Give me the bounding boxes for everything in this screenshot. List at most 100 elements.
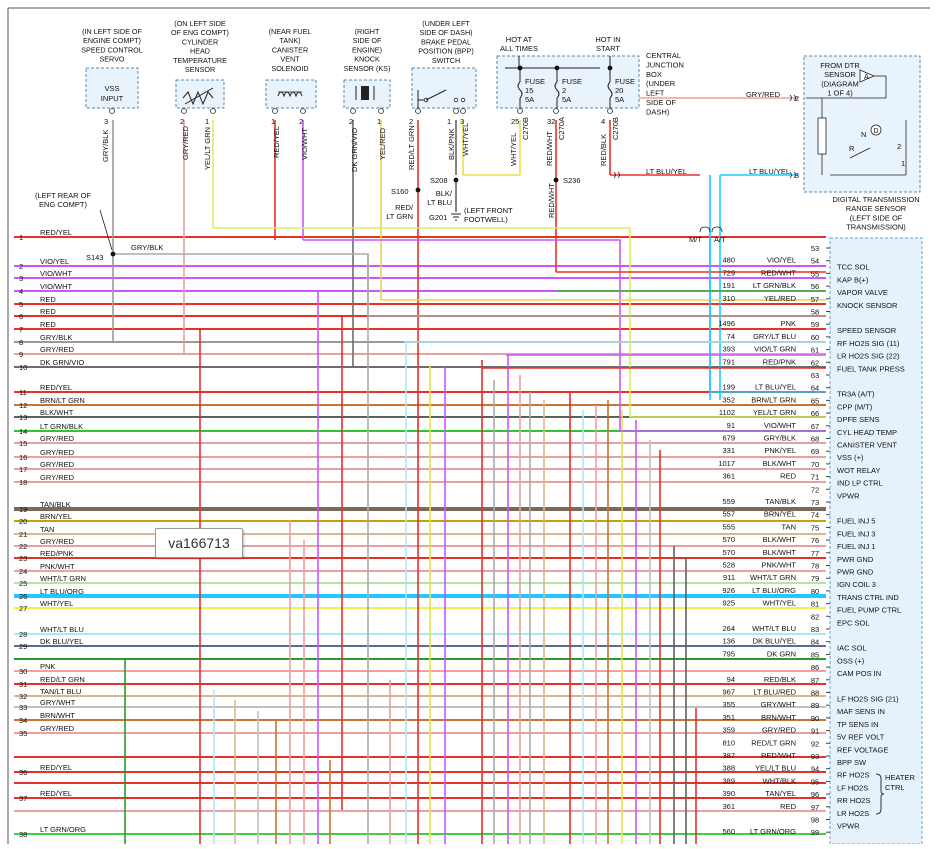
pcm-wire-color: WHT/LT BLU: [752, 624, 796, 633]
splice-caption: FOOTWELL): [464, 215, 508, 224]
pcm-pin-number: 63: [811, 371, 819, 380]
branch-brace: [699, 226, 723, 233]
cjb-pin: [517, 108, 523, 114]
left-wire-label: LT BLU/ORG: [40, 587, 84, 596]
pcm-pin-number: 81: [811, 600, 819, 609]
pcm-circuit-number: 393: [722, 345, 735, 354]
fuse-icon: [554, 81, 560, 99]
bpp-pin-label: 3: [460, 117, 464, 126]
canister-caption: SOLENOID: [271, 64, 308, 73]
pcm-function: CAM POS IN: [837, 669, 881, 678]
knock-caption: KNOCK: [354, 55, 380, 64]
pcm-function: WOT RELAY: [837, 466, 880, 475]
splice-name: S160: [391, 187, 409, 196]
pcm-function: 5V REF VOLT: [837, 733, 885, 742]
mt-label: M/T: [689, 235, 702, 244]
left-wire-label: RED: [40, 295, 56, 304]
pcm-circuit-number: 94: [727, 675, 735, 684]
left-pin-number: 32: [19, 692, 27, 701]
pcm-function: VSS (+): [837, 453, 864, 462]
splice-name: S208: [430, 176, 448, 185]
pcm-wire-color: DK GRN: [767, 649, 796, 658]
left-pin-number: 38: [19, 830, 27, 839]
pcm-circuit-number: 791: [722, 357, 735, 366]
pcm-pin-number: 64: [811, 384, 819, 393]
canister-pin-label: 1: [271, 117, 275, 126]
left-pin-number: 6: [19, 312, 23, 321]
left-wire-label: RED: [40, 307, 56, 316]
pcm-circuit-number: 361: [722, 472, 735, 481]
ground-icon: [451, 213, 461, 221]
pcm-pin-number: 79: [811, 574, 819, 583]
cht-pin: [181, 108, 187, 114]
dtr-glyph: D: [873, 128, 878, 135]
left-pin-number: 25: [19, 579, 27, 588]
pcm-wire-color: RED/PNK: [763, 357, 796, 366]
dtr-caption: TRANSMISSION): [846, 223, 906, 232]
wire-canister: [303, 239, 826, 432]
left-pin-number: 17: [19, 465, 27, 474]
dtr-inner-text: FROM DTR: [820, 61, 860, 70]
connector-break-icon: [789, 171, 796, 179]
pcm-circuit-number: 559: [722, 497, 735, 506]
pcm-circuit-number: 355: [722, 700, 735, 709]
pcm-function: BPP SW: [837, 758, 867, 767]
knock-pin: [350, 108, 356, 114]
frame-layer: [7, 7, 930, 845]
pcm-wire-color: VIO/LT GRN: [754, 345, 796, 354]
pcm-function: TCC SOL: [837, 263, 870, 272]
thermistor-arrow: [184, 87, 214, 105]
dtr-glyph: 2: [897, 142, 901, 151]
left-pin-number: 8: [19, 338, 23, 347]
dtr-glyph: R: [849, 144, 855, 153]
left-wire-label: GRY/RED: [40, 537, 75, 546]
vss-box-text: VSS: [104, 84, 119, 93]
pcm-circuit-number: 926: [722, 586, 735, 595]
pcm-wire-color: YEL/RED: [764, 294, 797, 303]
pcm-function: TR3A (A/T): [837, 390, 875, 399]
dtr-glyph: N: [861, 130, 866, 139]
left-wire-label: BRN/LT GRN: [40, 396, 85, 405]
splice-wire-label: RED/WHT: [547, 183, 556, 218]
cjb-hot-label: START: [596, 44, 620, 53]
cht-caption: TEMPERATURE: [173, 56, 227, 65]
pcm-circuit-number: 570: [722, 548, 735, 557]
pcm-pin-number: 61: [811, 346, 819, 355]
pcm-wire-color: PNK: [781, 319, 796, 328]
cht-pin: [210, 108, 216, 114]
pcm-function: VPWR: [837, 822, 860, 831]
pcm-circuit-number: 136: [722, 637, 735, 646]
fuse-label: 5A: [615, 95, 624, 104]
vss-pin: [109, 108, 115, 114]
thermistor-icon: [182, 90, 214, 106]
splice-caption: (LEFT FRONT: [464, 206, 513, 215]
left-wire-label: TAN: [40, 525, 54, 534]
pcm-function: PWR GND: [837, 555, 874, 564]
splice-caption: ENG COMPT): [39, 200, 87, 209]
bpp-pin: [453, 108, 459, 114]
pcm-wire-color: LT BLU/RED: [753, 688, 796, 697]
left-wire-label: BRN/WHT: [40, 711, 75, 720]
dtr-wire-label: LT BLU/YEL: [749, 167, 790, 176]
left-pin-number: 21: [19, 530, 27, 539]
fuse-label: 2: [562, 86, 566, 95]
pcm-circuit-number: 528: [722, 561, 735, 570]
pcm-circuit-number: 388: [722, 764, 735, 773]
bpp-pin: [460, 108, 466, 114]
pcm-pin-number: 78: [811, 562, 819, 571]
pcm-connector-box: [829, 237, 923, 845]
pcm-wire-color: LT GRN/BLK: [753, 281, 796, 290]
dtr-resistor-icon: [817, 117, 827, 155]
pcm-pin-number: 76: [811, 536, 819, 545]
connector-break-icon: [613, 171, 620, 179]
pcm-circuit-number: 389: [722, 776, 735, 785]
splice-name: S236: [563, 176, 581, 185]
knock-pin-label: 1: [377, 117, 381, 126]
dtr-glyph: A: [864, 72, 869, 81]
pcm-pin-number: 88: [811, 689, 819, 698]
dtr-amp-icon: [859, 69, 876, 83]
pcm-function: RF HO2S SIG (11): [837, 339, 900, 348]
cjb-caption: SIDE OF: [646, 98, 676, 107]
